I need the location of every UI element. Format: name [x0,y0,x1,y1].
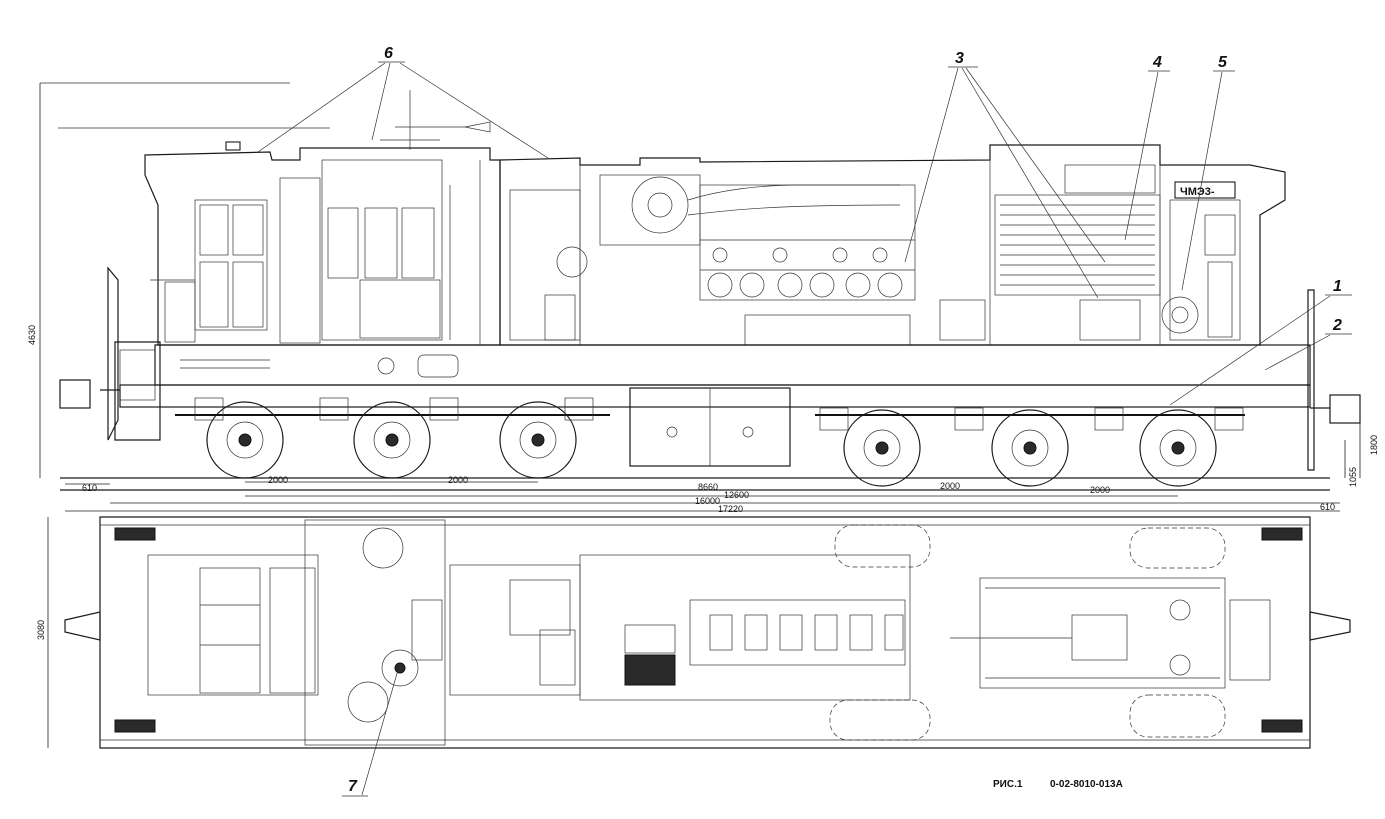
dim-coupler-height: 1055 [1348,467,1358,487]
dim-axle-spacing-1: 2000 [268,475,288,485]
callout-6: 6 [384,45,393,62]
callout-4: 4 [1152,54,1162,71]
short-hood [107,266,196,441]
dim-overall-height: 4630 [27,325,37,345]
callout-1: 1 [1333,278,1342,295]
side-elevation: ЧМЭ3- [40,82,1361,491]
underframe [59,289,1361,471]
dim-overhang-right: 610 [1320,502,1335,512]
bogie-right [815,407,1245,487]
dim-axle-spacing-2: 2000 [448,475,468,485]
locomotive-number-plate: ЧМЭ3- [1180,186,1215,198]
callout-5: 5 [1218,54,1228,71]
dim-overhang-left: 610 [82,483,97,493]
dim-bogie-centres: 8660 [698,482,718,492]
plan-view [64,516,1351,749]
fuel-tank [629,387,791,467]
callout-7: 7 [348,778,358,795]
dim-buffer-height: 1800 [1369,435,1379,455]
dim-body-length: 16000 [695,496,720,506]
engine-cylinders [707,247,903,298]
callout-3: 3 [955,50,964,67]
drawing-code: 0-02-8010-013А [1050,779,1123,790]
dim-length-over-buffers: 17220 [718,504,743,514]
figure-label: РИС.1 [993,779,1023,790]
bogie-left [175,397,610,479]
dim-plan-width: 3080 [36,620,46,640]
radiator-louvres [994,194,1161,296]
callout-2: 2 [1332,317,1342,334]
cab [144,90,501,346]
dim-frame-length: 12600 [724,490,749,500]
long-hood [499,144,1286,346]
side-dimensions: 4630 1800 1055 610 610 2000 2000 2000 20… [27,83,1379,514]
callouts: 6 3 4 5 1 2 7 [257,45,1352,797]
dim-axle-spacing-3: 2000 [940,481,960,491]
dim-axle-spacing-4: 2000 [1090,485,1110,495]
